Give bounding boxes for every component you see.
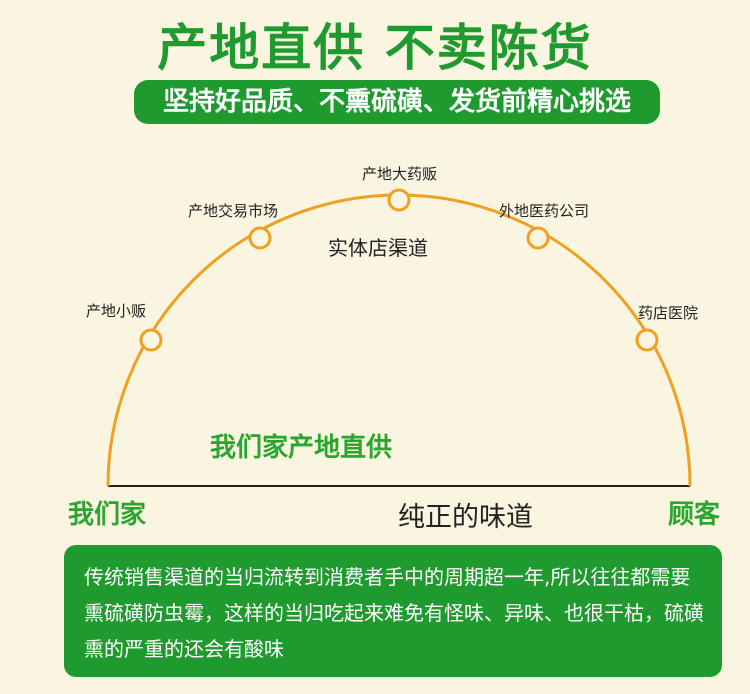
our-shop-label: 我们家 <box>68 500 147 530</box>
retail-channel-label: 实体店渠道 <box>328 236 428 260</box>
node-label-pharmacy-hospital: 药店医院 <box>638 304 699 322</box>
node-label-origin-market: 产地交易市场 <box>188 202 279 220</box>
node-label-origin-vendor: 产地小贩 <box>86 302 147 320</box>
node-label-origin-wholesaler: 产地大药贩 <box>362 165 438 183</box>
subtitle-banner: 坚持好品质、不熏硫磺、发货前精心挑选 <box>134 80 660 124</box>
node-pharma-company <box>526 226 550 250</box>
node-origin-wholesaler <box>387 188 411 212</box>
description-box: 传统销售渠道的当归流转到消费者手中的周期超一年,所以往往都需要熏硫磺防虫霉，这样… <box>64 545 722 677</box>
customer-label: 顾客 <box>668 500 721 530</box>
direct-supply-label: 我们家产地直供 <box>210 433 393 463</box>
page-title: 产地直供 不卖陈货 <box>157 19 593 77</box>
node-label-pharma-company: 外地医药公司 <box>499 202 590 220</box>
pure-taste-label: 纯正的味道 <box>398 502 533 533</box>
node-pharmacy-hospital <box>635 328 659 352</box>
description-text: 传统销售渠道的当归流转到消费者手中的周期超一年,所以往往都需要熏硫磺防虫霉，这样… <box>84 565 704 661</box>
node-origin-vendor <box>139 328 163 352</box>
node-origin-market <box>248 226 272 250</box>
